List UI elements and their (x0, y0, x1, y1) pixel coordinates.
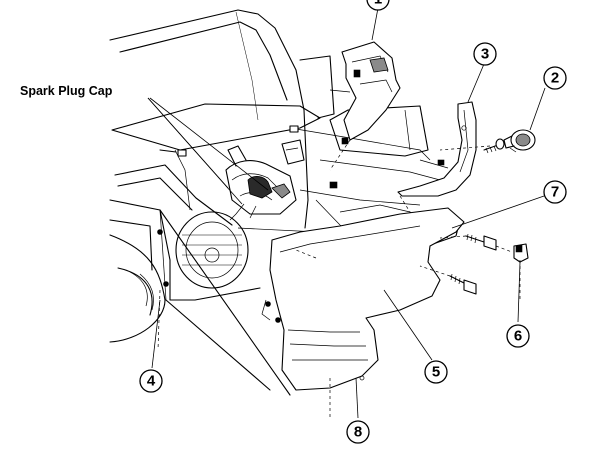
svg-text:1: 1 (374, 0, 382, 8)
svg-text:6: 6 (514, 328, 522, 345)
part-3-side-panel (397, 101, 477, 197)
callout-1: 1 (366, 0, 390, 11)
callout-5: 5 (424, 360, 448, 384)
svg-text:2: 2 (551, 70, 559, 87)
svg-text:7: 7 (551, 184, 559, 201)
engine-compartment (109, 9, 449, 396)
engine-spark-plug-area (225, 139, 305, 221)
bolt-part-5 (449, 273, 477, 295)
callout-8: 8 (346, 420, 370, 444)
part-8-lower-cover (261, 207, 465, 391)
part-2-clip (503, 129, 536, 153)
part-1-upper-cover (341, 41, 401, 145)
screw-part-2 (483, 138, 505, 154)
spark-plug-cap-leaders (147, 97, 269, 205)
callout-6: 6 (506, 324, 530, 348)
assembly-dashed-lines (157, 139, 521, 420)
callout-3: 3 (473, 42, 497, 66)
svg-text:4: 4 (147, 373, 156, 390)
svg-text:3: 3 (481, 46, 489, 63)
part-6-clip (513, 243, 529, 263)
bolt-part-7 (465, 233, 497, 251)
callout-7: 7 (543, 180, 567, 204)
callout-4: 4 (139, 369, 163, 393)
callout-2: 2 (543, 66, 567, 90)
callout-leaders (151, 7, 546, 419)
spark-plug-cap-label: Spark Plug Cap (20, 84, 113, 98)
svg-text:5: 5 (432, 364, 440, 381)
svg-text:8: 8 (354, 424, 362, 441)
